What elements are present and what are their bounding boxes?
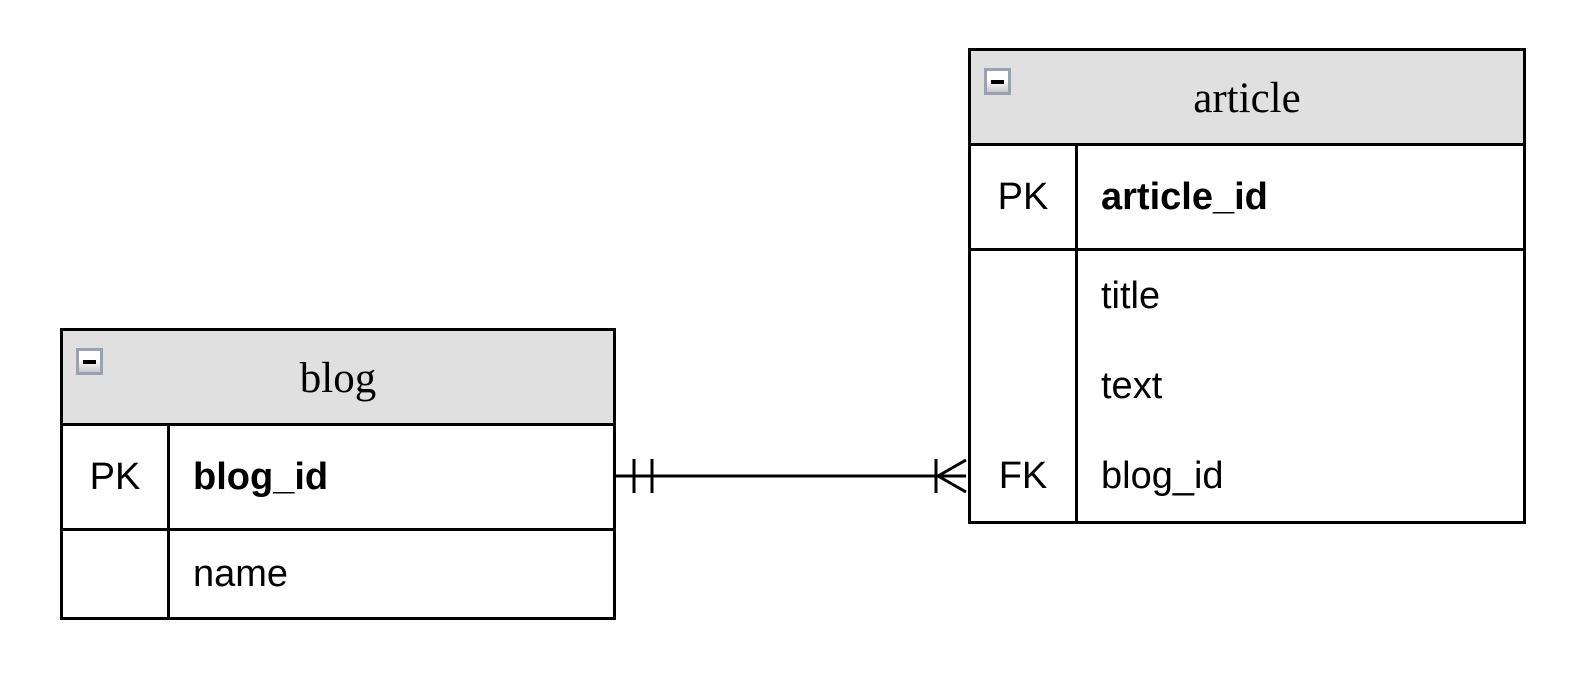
collapse-button[interactable] — [984, 68, 1011, 95]
attribute-row[interactable]: PK blog_id — [63, 426, 613, 528]
entity-title: article — [1193, 74, 1301, 122]
entity-article-body: PK article_id title text FK blog_id — [971, 146, 1523, 521]
attribute-name: name — [193, 552, 289, 595]
entity-blog[interactable]: blog PK blog_id name — [60, 328, 616, 620]
attribute-row[interactable]: FK blog_id — [971, 431, 1523, 521]
key-label: PK — [63, 426, 170, 528]
attribute-row[interactable]: PK article_id — [971, 146, 1523, 248]
attribute-name: title — [1101, 274, 1161, 317]
cardinality-one-or-many-marker — [934, 458, 967, 494]
attribute-row[interactable]: name — [63, 531, 613, 617]
minus-icon — [991, 79, 1004, 84]
attribute-row[interactable]: title — [971, 251, 1523, 341]
attribute-name: text — [1101, 364, 1163, 407]
primary-key-section: PK article_id — [971, 146, 1523, 248]
entity-blog-body: PK blog_id name — [63, 426, 613, 617]
key-label — [971, 341, 1078, 431]
attribute-row[interactable]: text — [971, 341, 1523, 431]
attribute-name: article_id — [1101, 175, 1268, 218]
key-label: FK — [971, 431, 1078, 521]
attribute-name: blog_id — [1101, 454, 1224, 497]
attributes-section: title text FK blog_id — [971, 248, 1523, 521]
entity-blog-header[interactable]: blog — [63, 331, 613, 426]
key-label: PK — [971, 146, 1078, 248]
entity-title: blog — [299, 354, 377, 402]
cardinality-exactly-one-marker — [632, 459, 654, 493]
collapse-button[interactable] — [76, 348, 103, 375]
primary-key-section: PK blog_id — [63, 426, 613, 528]
attribute-name: blog_id — [193, 455, 329, 498]
attributes-section: name — [63, 528, 613, 617]
minus-icon — [83, 359, 96, 364]
key-label — [63, 531, 170, 617]
key-label — [971, 251, 1078, 341]
entity-article-header[interactable]: article — [971, 51, 1523, 146]
entity-article[interactable]: article PK article_id title text F — [968, 48, 1526, 524]
